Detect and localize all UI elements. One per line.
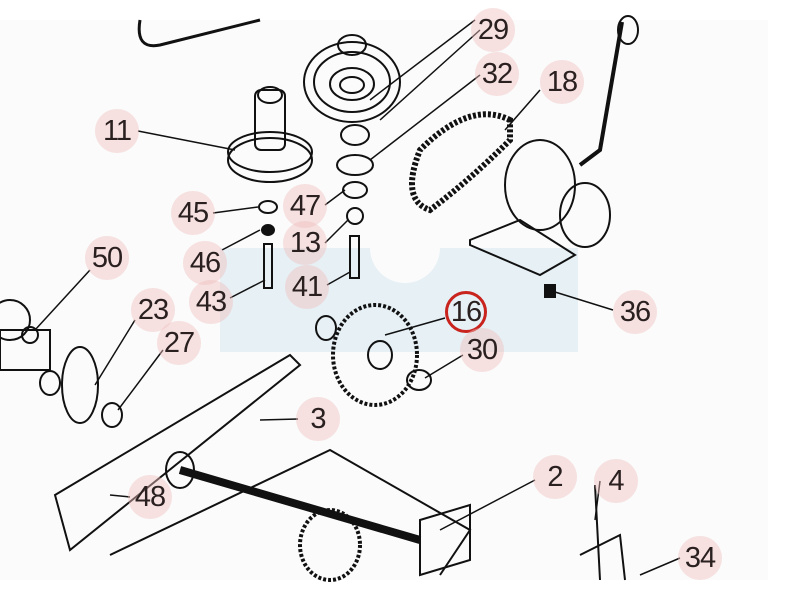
callout-16-highlighted: 16: [444, 290, 488, 334]
tensioner-assembly: [469, 15, 639, 298]
pulley-part: [303, 34, 401, 225]
callout-11: 11: [95, 109, 139, 153]
callout-3: 3: [296, 397, 340, 441]
callout-2: 2: [533, 455, 577, 499]
watermark-logo: [220, 248, 578, 352]
callout-34: 34: [678, 536, 722, 580]
nut-part: [261, 224, 275, 236]
callout-48: 48: [128, 475, 172, 519]
callout-13: 13: [283, 221, 327, 265]
callout-50: 50: [85, 236, 129, 280]
callout-43: 43: [189, 280, 233, 324]
callout-41: 41: [285, 265, 329, 309]
bolt-part: [263, 243, 273, 289]
sprocket-part: [315, 303, 432, 407]
callout-23: 23: [131, 288, 175, 332]
callout-18: 18: [540, 60, 584, 104]
drive-pulley-part: [227, 86, 313, 183]
frame-part: [53, 353, 472, 582]
shaft-assembly: [0, 299, 123, 428]
callout-46: 46: [183, 241, 227, 285]
washer-part: [258, 200, 278, 214]
chain-part: [409, 111, 513, 214]
callout-45: 45: [171, 191, 215, 235]
callout-27: 27: [157, 321, 201, 365]
callout-29: 29: [471, 8, 515, 52]
plate-part: [579, 484, 626, 581]
belt-part: [137, 18, 261, 48]
bolt-part: [349, 235, 360, 279]
leader-lines: [34, 19, 681, 576]
callout-30: 30: [460, 328, 504, 372]
callout-47: 47: [283, 184, 327, 228]
callout-4: 4: [594, 459, 638, 503]
callout-32: 32: [475, 52, 519, 96]
callout-36: 36: [613, 290, 657, 334]
